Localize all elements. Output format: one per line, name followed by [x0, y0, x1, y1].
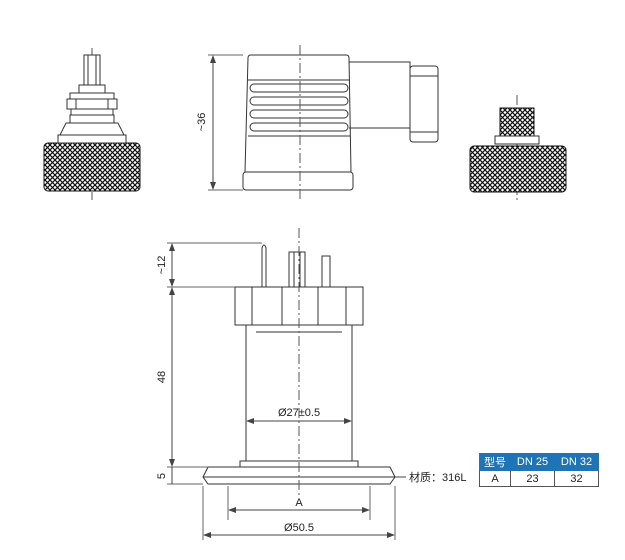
- connector-height-label: ~36: [196, 113, 208, 132]
- model-spec-table: 型号 DN 25 DN 32 A 23 32: [479, 453, 599, 487]
- pin-height-label: ~12: [156, 256, 168, 275]
- body-diameter-label: Ø27±0.5: [278, 407, 320, 419]
- table-header-dn32: DN 32: [554, 453, 599, 471]
- table-cell: 23: [510, 470, 555, 487]
- table-header-model: 型号: [479, 453, 511, 471]
- flange-a-label: A: [295, 497, 303, 509]
- table-header-row: 型号 DN 25 DN 32: [479, 453, 599, 471]
- table-row: A 23 32: [479, 470, 599, 487]
- m12-thread-view: [469, 95, 567, 200]
- main-body-view: [167, 228, 406, 540]
- material-label: 材质：316L: [409, 470, 466, 484]
- flange-height-label: 5: [156, 473, 168, 479]
- din-connector-view: [208, 45, 439, 200]
- flange-diameter-label: Ø50.5: [284, 522, 314, 534]
- body-height-label: 48: [156, 371, 168, 383]
- table-cell: A: [479, 470, 511, 487]
- table-cell: 32: [554, 470, 599, 487]
- table-header-dn25: DN 25: [510, 453, 555, 471]
- side-view-knurled: [43, 48, 141, 200]
